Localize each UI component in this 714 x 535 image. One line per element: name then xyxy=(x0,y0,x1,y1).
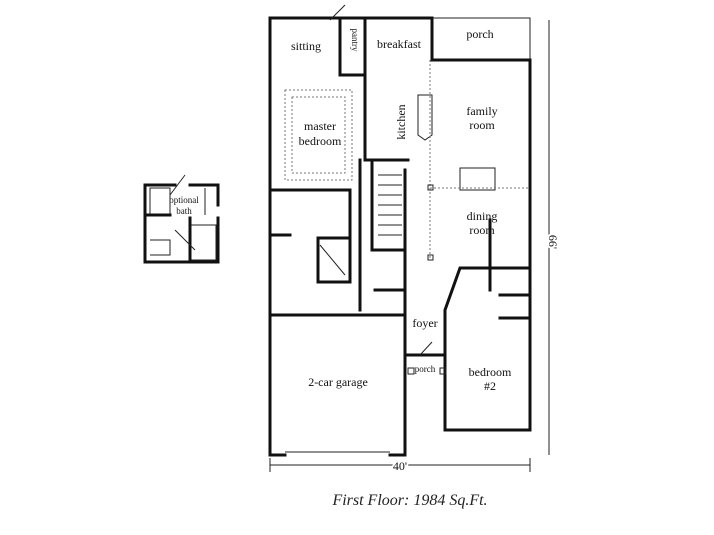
room-label-pantry: pantry xyxy=(350,29,360,52)
fixtures xyxy=(284,4,530,375)
dimension-width: 40' xyxy=(393,459,407,473)
room-label-kitchen: kitchen xyxy=(394,104,408,139)
room-label-master-2: bedroom xyxy=(299,134,342,148)
optional-bath-label-2: bath xyxy=(176,206,192,216)
room-label-garage: 2-car garage xyxy=(308,375,368,389)
room-label-foyer: foyer xyxy=(412,316,437,330)
plan-caption: First Floor: 1984 Sq.Ft. xyxy=(331,492,487,509)
room-label-master-1: master xyxy=(304,119,336,133)
room-label-bedroom2-2: #2 xyxy=(484,379,496,393)
room-label-sitting: sitting xyxy=(291,39,321,53)
dimension-lines xyxy=(269,20,550,472)
optional-bath-inset: optional bath xyxy=(143,174,220,264)
room-label-porch-front: porch xyxy=(415,364,436,374)
room-label-family-1: family xyxy=(466,104,497,118)
room-label-dining-2: room xyxy=(469,223,495,237)
dimension-depth: 66' xyxy=(546,235,560,249)
room-label-family-2: room xyxy=(469,118,495,132)
walls xyxy=(268,16,532,457)
optional-bath-label-1: optional xyxy=(169,195,199,205)
room-label-porch-rear: porch xyxy=(466,27,493,41)
room-label-breakfast: breakfast xyxy=(377,37,422,51)
room-label-dining-1: dining xyxy=(467,209,498,223)
room-label-bedroom2-1: bedroom xyxy=(469,365,512,379)
